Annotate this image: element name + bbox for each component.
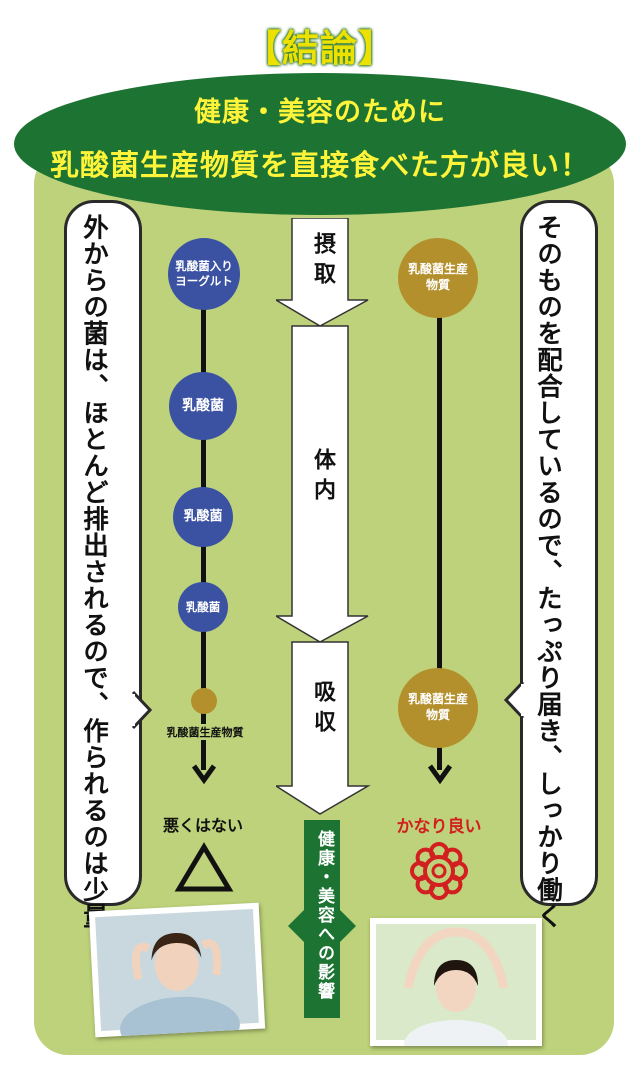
left-arrowhead (191, 764, 217, 785)
impact-label: 健康・美容への影響 (314, 830, 334, 1001)
conclusion-title: 【結論】 (244, 27, 396, 70)
right-arrowhead (427, 764, 453, 785)
right-chain-line (437, 300, 442, 770)
node-lactic-2: 乳酸菌 (173, 487, 233, 547)
node-product-bottom-label: 乳酸菌生産物質 (408, 692, 469, 722)
node-lactic-1-label: 乳酸菌 (182, 397, 224, 414)
left-bubble-tail (130, 690, 152, 730)
left-bubble (64, 200, 142, 906)
node-lactic-1: 乳酸菌 (169, 372, 237, 440)
right-bubble-text: そのものを配合しているので、たっぷり届き、しっかり働く (532, 214, 563, 930)
left-bubble-text: 外からの菌は、ほとんど排出されるので、作られるのは少量 (78, 214, 109, 930)
impact-bar (288, 820, 356, 1018)
node-product-bottom: 乳酸菌生産物質 (398, 668, 478, 748)
right-bubble (520, 200, 598, 906)
woman-worried-image (95, 908, 259, 1058)
node-lactic-2-label: 乳酸菌 (183, 508, 223, 524)
headline-ellipse (14, 73, 626, 215)
node-yogurt: 乳酸菌入りヨーグルト (168, 238, 240, 310)
woman-happy-image (376, 924, 536, 1068)
triangle-icon (174, 842, 234, 892)
node-lactic-3-label: 乳酸菌 (185, 599, 221, 614)
right-bubble-tail (504, 680, 526, 720)
stage-absorb: 吸収 (310, 680, 335, 740)
flower-icon (410, 842, 468, 900)
headline-line2: 乳酸菌生産物質を直接食べた方が良い！ (49, 148, 590, 182)
node-product-small (191, 688, 217, 714)
center-arrow (276, 218, 371, 815)
node-product-small-label: 乳酸菌生産物質 (150, 724, 260, 740)
result-right-label: かなり良い (396, 817, 482, 837)
photo-woman-worried (88, 902, 266, 1058)
stage-body: 体内 (310, 448, 335, 508)
result-left-label: 悪くはない (162, 816, 243, 835)
node-product-top-label: 乳酸菌生産物質 (408, 262, 469, 292)
node-yogurt-label: 乳酸菌入りヨーグルト (175, 259, 233, 288)
headline-line1: 健康・美容のために (194, 97, 446, 128)
node-product-top: 乳酸菌生産物質 (398, 238, 478, 318)
photo-woman-happy (370, 918, 542, 1068)
stage-intake: 摂取 (310, 232, 335, 292)
node-lactic-3: 乳酸菌 (178, 582, 228, 632)
